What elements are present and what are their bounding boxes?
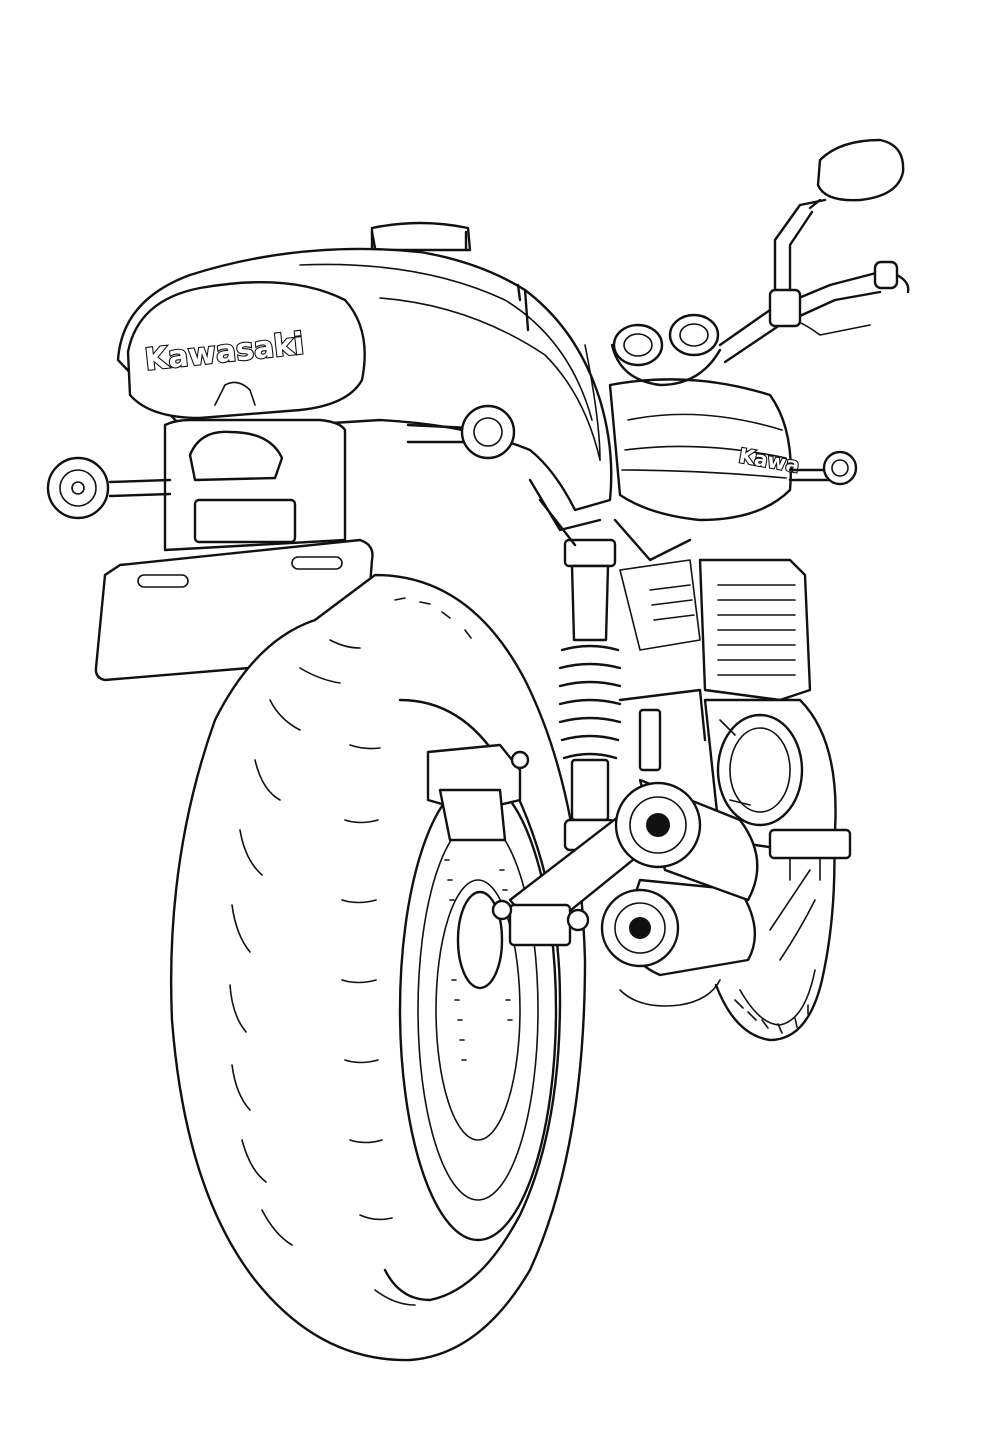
turn-signals-left <box>46 404 516 520</box>
fuel-tank: Kawa <box>608 378 802 522</box>
front-wheel <box>714 798 836 1042</box>
rear-shock <box>558 538 622 852</box>
turn-signal-right-front <box>788 450 858 486</box>
rear-wheel <box>169 573 587 1362</box>
cockpit <box>610 138 910 387</box>
seat-and-tail: Kawasaki <box>116 221 613 512</box>
exhaust <box>600 778 759 1007</box>
frame <box>528 478 707 772</box>
engine <box>698 558 852 881</box>
